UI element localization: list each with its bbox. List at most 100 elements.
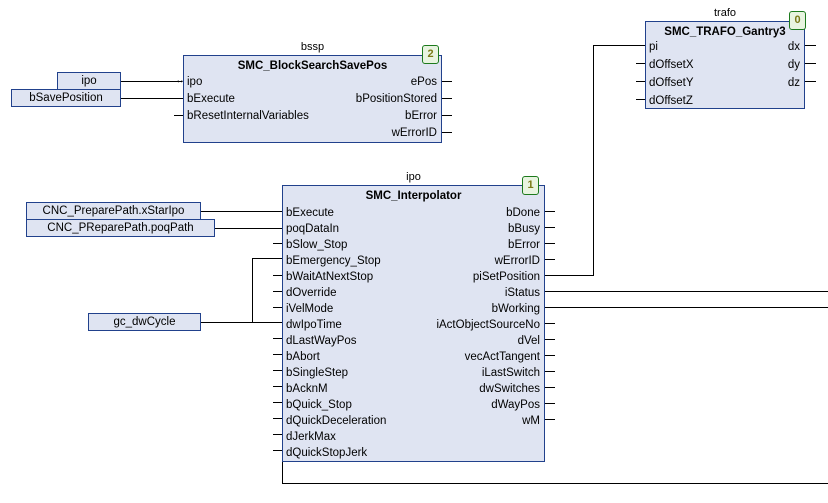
- pin-ipo-out-ilastswitch[interactable]: iLastSwitch: [482, 367, 540, 379]
- pin-ipo-in-poqdatain[interactable]: poqDataIn: [286, 223, 339, 235]
- pin-ipo-out-dvel[interactable]: dVel: [518, 335, 540, 347]
- pin-ipo-in-bquick-stop[interactable]: bQuick_Stop: [286, 399, 352, 411]
- pin-bssp-out-epos[interactable]: ePos: [411, 76, 437, 88]
- pin-trafo-out-dz[interactable]: dz: [788, 77, 800, 89]
- type-label: SMC_TRAFO_Gantry3: [664, 26, 786, 38]
- pin-stub-bssp-bpositionstored: [442, 98, 452, 99]
- function-block-ipo[interactable]: SMC_Interpolator bExecute poqDataIn bSlo…: [282, 185, 545, 462]
- pin-label: ipo: [187, 76, 203, 88]
- pin-ipo-in-djerkmax[interactable]: dJerkMax: [286, 431, 336, 443]
- pin-ipo-out-istatus[interactable]: iStatus: [505, 287, 540, 299]
- type-label: SMC_BlockSearchSavePos: [237, 60, 388, 72]
- pin-trafo-out-dx[interactable]: dx: [788, 41, 800, 53]
- wire-bsaveposition-to-bexecute: [120, 98, 182, 99]
- pin-ipo-out-pisetposition[interactable]: piSetPosition: [473, 271, 540, 283]
- pin-ipo-in-dwipotime[interactable]: dwIpoTime: [286, 319, 342, 331]
- pin-label: bBusy: [508, 223, 540, 235]
- instance-label: trafo: [713, 7, 736, 19]
- function-block-bssp[interactable]: SMC_BlockSearchSavePos ↔ ipo bExecute bR…: [175, 55, 442, 143]
- pin-stub-ipo-backnm: [273, 386, 282, 387]
- pin-label: bExecute: [286, 207, 334, 219]
- pin-bssp-out-bpositionstored[interactable]: bPositionStored: [356, 93, 437, 105]
- pin-stub-ipo-bwaitatnextstop: [273, 275, 282, 276]
- pin-label: bAbort: [286, 351, 320, 363]
- variable-box-ipo[interactable]: ipo: [57, 72, 121, 90]
- pin-ipo-in-bemergency-stop[interactable]: bEmergency_Stop: [286, 255, 381, 267]
- function-block-trafo[interactable]: SMC_TRAFO_Gantry3 pi dOffsetX dOffsetY d…: [645, 21, 805, 109]
- pin-label: piSetPosition: [472, 271, 540, 283]
- pin-ipo-in-babort[interactable]: bAbort: [286, 351, 320, 363]
- variable-box-cnc-preparepath-poqpath[interactable]: CNC_PReparePath.poqPath: [26, 219, 215, 237]
- wire-xstaripo-to-bexecute: [200, 211, 282, 212]
- variable-label: bSavePosition: [29, 92, 103, 104]
- pin-label: dLastWayPos: [286, 335, 357, 347]
- pin-stub-ipo-dquickstopjerk: [273, 450, 282, 451]
- pin-ipo-in-bsinglestep[interactable]: bSingleStep: [286, 367, 348, 379]
- pin-ipo-out-werrorid[interactable]: wErrorID: [495, 255, 540, 267]
- pin-stub-ipo-bsinglestep: [273, 370, 282, 371]
- block-type-name-ipo: SMC_Interpolator: [283, 190, 544, 202]
- pin-bssp-in-ipo[interactable]: ipo: [187, 76, 202, 88]
- pin-trafo-out-dy[interactable]: dy: [788, 59, 800, 71]
- pin-ipo-out-dwswitches[interactable]: dwSwitches: [479, 383, 540, 395]
- pin-stub-ipo-dwaypos: [545, 403, 555, 404]
- pin-stub-trafo-doffsety: [636, 81, 645, 82]
- pin-ipo-in-ivelmode[interactable]: iVelMode: [286, 303, 333, 315]
- pin-ipo-in-dquickdeceleration[interactable]: dQuickDeceleration: [286, 415, 386, 427]
- pin-stub-trafo-doffsetz: [636, 99, 645, 100]
- pin-stub-ipo-bbusy: [545, 227, 555, 228]
- pin-ipo-in-backnm[interactable]: bAcknM: [286, 383, 328, 395]
- pin-ipo-in-bslow-stop[interactable]: bSlow_Stop: [286, 239, 347, 251]
- block-instance-name-trafo: trafo: [645, 7, 805, 19]
- variable-box-gc-dwcycle[interactable]: gc_dwCycle: [88, 313, 201, 331]
- pin-label: poqDataIn: [286, 223, 340, 235]
- pin-stub-ipo-wm: [545, 419, 555, 420]
- pin-ipo-out-dwaypos[interactable]: dWayPos: [491, 399, 540, 411]
- execution-order-badge-bssp[interactable]: 2: [422, 45, 439, 64]
- pin-stub-ipo-babort: [273, 354, 282, 355]
- pin-trafo-in-doffsetx[interactable]: dOffsetX: [649, 59, 694, 71]
- pin-ipo-in-bwaitatnextstop[interactable]: bWaitAtNextStop: [286, 271, 373, 283]
- pin-label: vecActTangent: [464, 351, 540, 363]
- pin-ipo-in-doverride[interactable]: dOverride: [286, 287, 337, 299]
- pin-label: bWorking: [491, 303, 540, 315]
- pin-bssp-out-berror[interactable]: bError: [405, 110, 437, 122]
- wire-poqpath-to-poqdatain: [214, 228, 282, 229]
- pin-ipo-out-vecacttangent[interactable]: vecActTangent: [465, 351, 540, 363]
- pin-label: dOffsetY: [649, 77, 694, 89]
- pin-ipo-in-dquickstopjerk[interactable]: dQuickStopJerk: [286, 447, 367, 459]
- pin-bssp-out-werrorid[interactable]: wErrorID: [392, 127, 437, 139]
- pin-bssp-in-bexecute[interactable]: bExecute: [187, 93, 235, 105]
- pin-label: iLastSwitch: [481, 367, 540, 379]
- pin-ipo-out-iactobjectsourceno[interactable]: iActObjectSourceNo: [436, 319, 540, 331]
- pin-label: iStatus: [504, 287, 540, 299]
- pin-ipo-in-dlastwaypos[interactable]: dLastWayPos: [286, 335, 357, 347]
- pin-ipo-out-bworking[interactable]: bWorking: [492, 303, 540, 315]
- instance-label: ipo: [406, 171, 421, 183]
- pin-ipo-in-bexecute[interactable]: bExecute: [286, 207, 334, 219]
- pin-bssp-in-bresetinternalvariables[interactable]: bResetInternalVariables: [187, 110, 309, 122]
- variable-box-bsaveposition[interactable]: bSavePosition: [11, 89, 121, 107]
- sheet-bottom-rule: [282, 483, 828, 484]
- pin-ipo-out-wm[interactable]: wM: [522, 415, 540, 427]
- pin-trafo-in-doffsety[interactable]: dOffsetY: [649, 77, 694, 89]
- execution-order-badge-trafo[interactable]: 0: [789, 11, 806, 30]
- pin-trafo-in-pi[interactable]: pi: [649, 41, 658, 53]
- pin-ipo-out-bbusy[interactable]: bBusy: [508, 223, 540, 235]
- variable-box-cnc-preparepath-xstaripo[interactable]: CNC_PreparePath.xStarIpo: [26, 202, 201, 220]
- pin-stub-ipo-berror: [545, 243, 555, 244]
- pin-stub-trafo-dy: [805, 63, 816, 64]
- pin-trafo-in-doffsetz[interactable]: dOffsetZ: [649, 95, 693, 107]
- pin-label: dWayPos: [491, 399, 540, 411]
- sheet-left-rule: [282, 462, 283, 484]
- pin-stub-ipo-ilastswitch: [545, 371, 555, 372]
- pin-ipo-out-berror[interactable]: bError: [508, 239, 540, 251]
- pin-label: dOverride: [286, 287, 337, 299]
- wire-pisetposition-seg3: [593, 45, 645, 46]
- pin-label: bWaitAtNextStop: [286, 271, 374, 283]
- wire-bworking-to-edge: [545, 307, 828, 308]
- wire-emergency-bus-riser: [252, 258, 253, 323]
- pin-ipo-out-bdone[interactable]: bDone: [506, 207, 540, 219]
- execution-order-badge-ipo[interactable]: 1: [522, 176, 539, 195]
